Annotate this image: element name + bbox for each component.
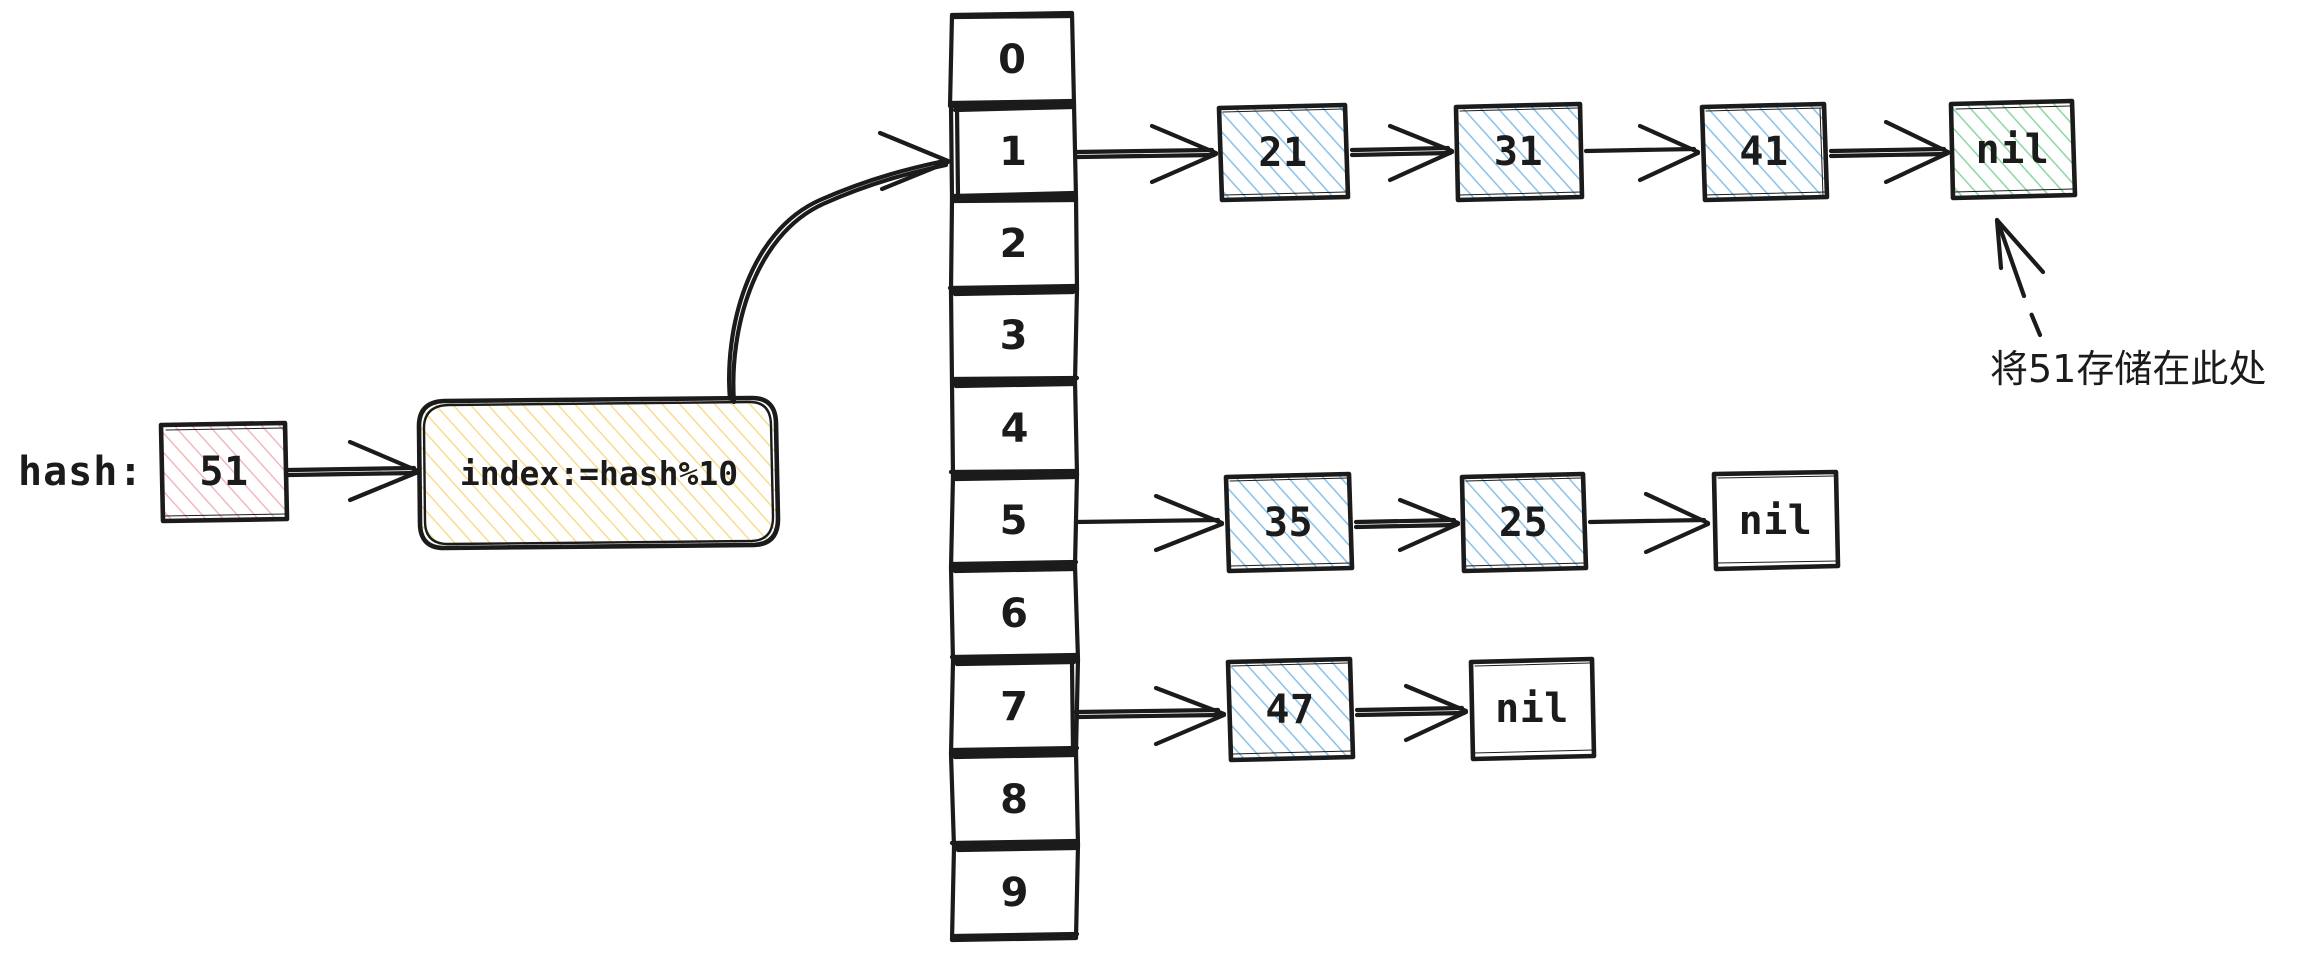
chain-row-5 [1073, 469, 1841, 574]
node-nil-row5 [1711, 469, 1841, 572]
node-21 [1216, 102, 1351, 203]
formula-box [416, 395, 781, 551]
node-41 [1699, 101, 1830, 203]
node-25 [1459, 471, 1589, 574]
node-35 [1223, 471, 1355, 574]
node-nil-row7 [1468, 656, 1597, 762]
node-31 [1453, 101, 1585, 203]
node-nil-highlighted [1948, 98, 2078, 201]
annotation-arrow [1994, 217, 2046, 338]
chain-row-7 [1073, 656, 1597, 763]
chain-row-1 [1073, 98, 2078, 203]
node-47 [1225, 656, 1356, 763]
hash-value-box [158, 420, 290, 524]
bucket-array [947, 10, 1081, 943]
connector-formula-to-bucket1 [727, 130, 951, 405]
arrow-hash-to-formula [286, 439, 421, 503]
